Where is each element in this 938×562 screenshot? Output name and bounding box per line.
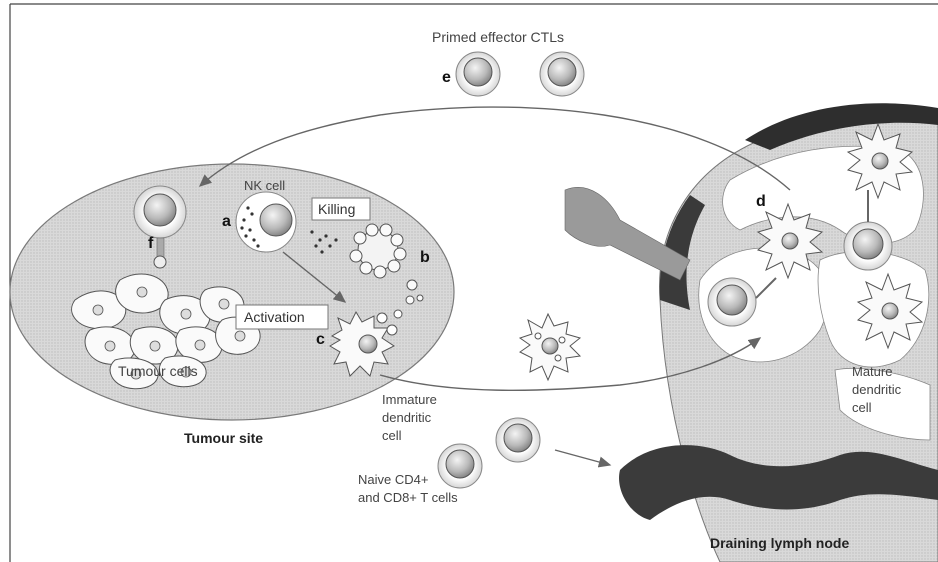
tumour-cells-label: Tumour cells — [118, 363, 198, 379]
nk-cell — [236, 192, 296, 252]
mature-label-line3: cell — [852, 400, 872, 415]
immature-label-line2: dendritic — [382, 410, 432, 425]
immature-label-line1: Immature — [382, 392, 437, 407]
letter-e: e — [442, 69, 451, 86]
letter-d: d — [756, 193, 766, 210]
nk-cell-label: NK cell — [244, 178, 285, 193]
mature-label-line1: Mature — [852, 364, 892, 379]
activation-label: Activation — [244, 309, 305, 325]
draining-lymph-node-label: Draining lymph node — [710, 535, 849, 551]
migrating-dendritic-cell — [520, 314, 580, 380]
primed-ctls — [456, 52, 584, 96]
mature-label-line2: dendritic — [852, 382, 902, 397]
immature-label-line3: cell — [382, 428, 402, 443]
killing-label: Killing — [318, 201, 355, 217]
letter-c: c — [316, 331, 325, 348]
naive-label-line2: and CD8+ T cells — [358, 490, 458, 505]
naive-label-line1: Naive CD4+ — [358, 472, 428, 487]
letter-b: b — [420, 249, 430, 266]
primed-ctls-label: Primed effector CTLs — [432, 29, 564, 45]
naive-t-cells — [438, 418, 540, 488]
tumour-site-label: Tumour site — [184, 430, 263, 446]
letter-f: f — [148, 235, 154, 252]
letter-a: a — [222, 213, 231, 230]
